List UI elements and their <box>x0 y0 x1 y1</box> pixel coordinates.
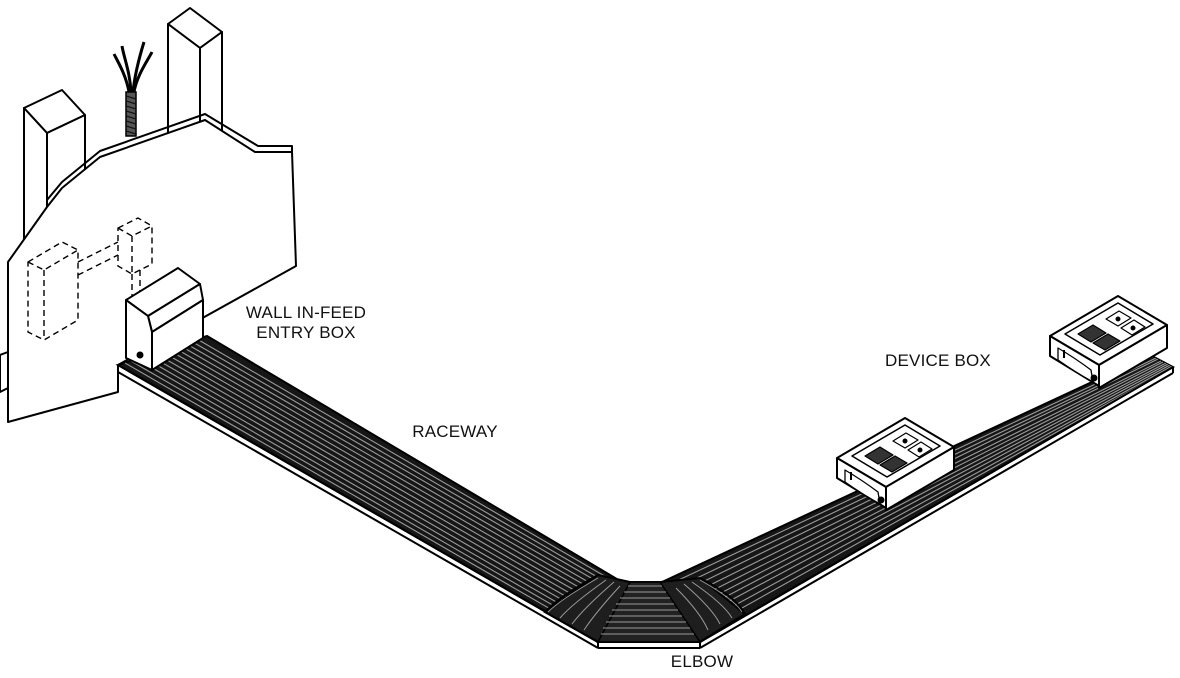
feed-wires <box>112 41 154 93</box>
wall-entry-box <box>125 267 204 371</box>
device-box-label: DEVICE BOX <box>885 351 991 370</box>
outlet-icon <box>1105 310 1146 336</box>
device-box-middle <box>836 417 955 511</box>
outlet-icon <box>892 432 933 458</box>
device-box-right <box>1049 295 1168 389</box>
wall-infeed-entry-box-label: WALL IN-FEED ENTRY BOX <box>232 303 380 343</box>
feed-conduit <box>112 41 154 137</box>
wall-infeed-label-line2: ENTRY BOX <box>256 323 356 342</box>
wall-infeed-label-line1: WALL IN-FEED <box>245 303 367 322</box>
outlet-icon <box>864 446 908 473</box>
hidden-junction-boxes <box>27 217 153 341</box>
raceway-label: RACEWAY <box>412 422 498 441</box>
elbow-fitting <box>543 573 747 649</box>
wall-section <box>0 7 297 423</box>
outlet-icon <box>1077 324 1121 351</box>
wall-panel <box>7 119 297 423</box>
elbow-label: ELBOW <box>670 652 734 671</box>
